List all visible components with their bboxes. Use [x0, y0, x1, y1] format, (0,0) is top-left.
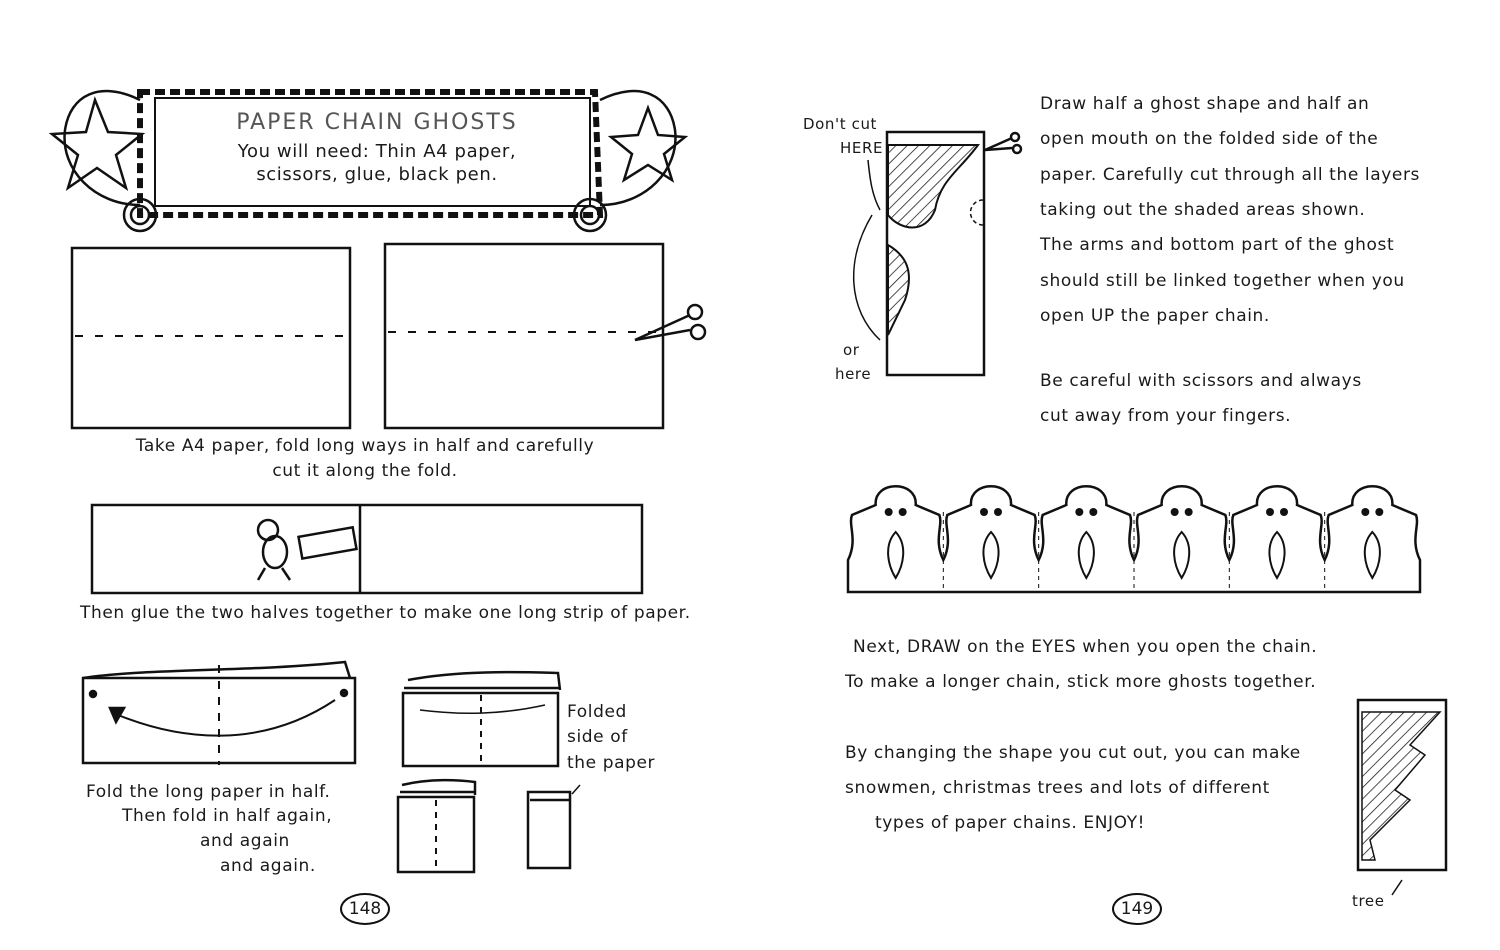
closing-line: snowmen, christmas trees and lots of dif…	[845, 778, 1270, 798]
closing-line: types of paper chains. ENJOY!	[875, 813, 1146, 833]
star-icon	[48, 96, 146, 192]
glued-strip	[90, 503, 644, 595]
ghost-eye	[1184, 508, 1193, 516]
label-dont-cut: Don't cut	[803, 115, 878, 133]
needs-line-2: scissors, glue, black pen.	[256, 164, 498, 185]
step3-line2: Then fold in half again,	[122, 806, 333, 826]
scissors-icon	[984, 131, 1023, 155]
step1-line1: Take A4 paper, fold long ways in half an…	[135, 436, 595, 456]
page-number-right: 149	[1112, 893, 1162, 925]
star-icon	[607, 104, 689, 183]
ghost-mouth	[1363, 530, 1381, 580]
ghost-eye	[1089, 508, 1098, 516]
caution-line: Be careful with scissors and always	[1040, 371, 1362, 391]
a4-paper-cut	[383, 242, 707, 430]
closing-line: By changing the shape you cut out, you c…	[845, 743, 1301, 763]
needs-line-1: You will need: Thin A4 paper,	[237, 141, 517, 162]
step3-line1: Fold the long paper in half.	[86, 782, 331, 802]
ghost-eye	[980, 508, 988, 516]
ghost-mouth	[982, 530, 1000, 580]
ghost-chain-outline	[846, 485, 1422, 594]
ghost-mouth	[887, 530, 905, 580]
folded-again	[396, 670, 581, 874]
instruction-line: should still be linked together when you	[1040, 271, 1405, 291]
ghost-mouth	[1173, 530, 1191, 580]
ghost-eye	[1170, 508, 1179, 516]
ghost-eye	[1266, 508, 1274, 516]
label-here-upper: HERE	[840, 139, 884, 157]
instruction-line: Draw half a ghost shape and half an	[1040, 94, 1370, 114]
scissors-icon	[634, 303, 707, 342]
instruction-line: The arms and bottom part of the ghost	[1040, 235, 1395, 255]
label-or: or	[843, 341, 860, 359]
page-title: PAPER CHAIN GHOSTS	[236, 110, 518, 135]
ghost-eye	[884, 508, 893, 516]
step2-line1: Then glue the two halves together to mak…	[80, 603, 691, 623]
folded-label-1: Folded	[567, 702, 627, 722]
instruction-line: open mouth on the folded side of the	[1040, 129, 1379, 149]
ghost-mouth	[1268, 530, 1286, 580]
next-line: Next, DRAW on the EYES when you open the…	[853, 637, 1318, 657]
ghost-eye	[898, 508, 907, 516]
instruction-line: open UP the paper chain.	[1040, 306, 1270, 326]
label-here-lower: here	[835, 365, 872, 383]
instruction-line: taking out the shaded areas shown.	[1040, 200, 1366, 220]
step3-line4: and again.	[220, 856, 316, 876]
cutting-diagram	[852, 130, 1023, 377]
ghost-mouth	[1077, 530, 1095, 580]
folded-label-3: the paper	[567, 753, 656, 773]
caution-line: cut away from your fingers.	[1040, 406, 1292, 426]
step3-line3: and again	[200, 831, 290, 851]
a4-paper-fold	[70, 246, 352, 430]
tree-diagram	[1356, 698, 1448, 896]
banner-decoration	[48, 89, 689, 233]
step1-line2: cut it along the fold.	[272, 461, 458, 481]
ghost-eye	[1280, 508, 1288, 516]
instruction-line: paper. Carefully cut through all the lay…	[1040, 165, 1420, 185]
bug-with-glue-icon	[256, 518, 358, 581]
ghost-eye	[1075, 508, 1084, 516]
page-number-left: 148	[340, 893, 390, 925]
ghost-eye	[1375, 508, 1384, 516]
tree-label: tree	[1352, 892, 1385, 910]
folded-label-2: side of	[567, 727, 628, 747]
ghost-eye	[1361, 508, 1370, 516]
ghost-eye	[994, 508, 1002, 516]
next-line: To make a longer chain, stick more ghost…	[845, 672, 1317, 692]
ghost-chain	[846, 485, 1422, 594]
long-paper-folded	[81, 660, 357, 765]
